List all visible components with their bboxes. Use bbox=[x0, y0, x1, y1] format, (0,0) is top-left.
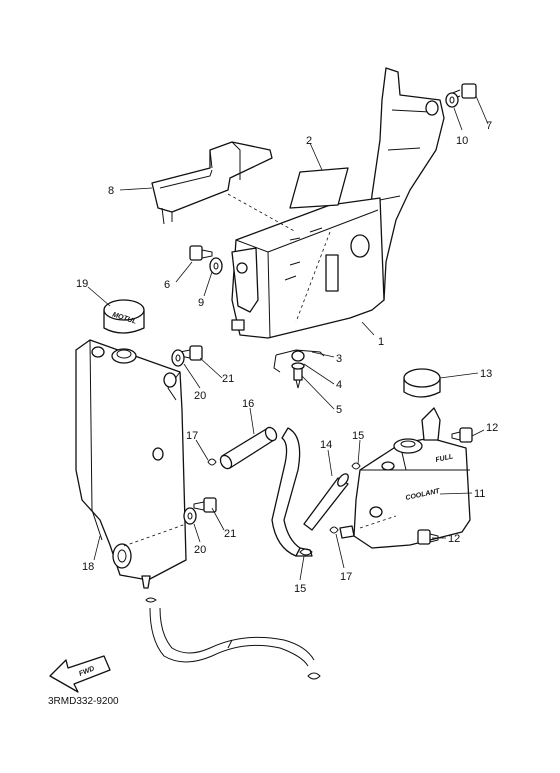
reservoir-cap bbox=[403, 368, 441, 398]
fwd-arrow-icon: FWD bbox=[49, 655, 111, 693]
callouts: 1 2 3 4 5 6 7 8 9 10 11 12 12 13 14 15 1… bbox=[76, 120, 498, 595]
callout-17-lower: 17 bbox=[340, 571, 352, 583]
alignment-lines bbox=[123, 193, 397, 547]
bolt-5 bbox=[291, 362, 305, 389]
washer-20-lower bbox=[183, 507, 197, 525]
callout-21-upper: 21 bbox=[222, 373, 234, 385]
callout-13: 13 bbox=[480, 368, 492, 380]
radiator bbox=[75, 339, 187, 589]
washer-20-upper bbox=[171, 349, 185, 367]
bolt-12-upper bbox=[451, 427, 473, 443]
callout-2: 2 bbox=[306, 135, 312, 147]
callout-12-lower: 12 bbox=[448, 533, 460, 545]
callout-15-upper: 15 bbox=[352, 430, 364, 442]
washer-10 bbox=[445, 92, 459, 108]
callout-10: 10 bbox=[456, 135, 468, 147]
clamp-17-upper bbox=[207, 458, 217, 466]
pad bbox=[289, 167, 349, 209]
hose-14 bbox=[271, 427, 349, 557]
clamp-15-upper bbox=[351, 462, 361, 470]
bolt-21-lower bbox=[193, 497, 217, 513]
bolt-6 bbox=[189, 245, 213, 261]
callout-1: 1 bbox=[378, 336, 384, 348]
drawing-code: 3RMD332-9200 bbox=[48, 696, 119, 707]
callout-16: 16 bbox=[242, 398, 254, 410]
callout-21-lower: 21 bbox=[224, 528, 236, 540]
cover bbox=[151, 141, 273, 225]
radiator-cap: MOTUL bbox=[103, 299, 145, 334]
callout-20-upper: 20 bbox=[194, 390, 206, 402]
washer-9 bbox=[209, 257, 223, 275]
callout-6: 6 bbox=[164, 279, 170, 291]
clamp-17-lower bbox=[329, 526, 339, 534]
callout-12-upper: 12 bbox=[486, 422, 498, 434]
callout-19: 19 bbox=[76, 278, 88, 290]
callout-5: 5 bbox=[336, 404, 342, 416]
callout-18: 18 bbox=[82, 561, 94, 573]
callout-7: 7 bbox=[486, 120, 492, 132]
callout-15-lower: 15 bbox=[294, 583, 306, 595]
clamp-15-lower bbox=[299, 548, 313, 556]
callout-11: 11 bbox=[474, 488, 485, 500]
callout-3: 3 bbox=[336, 353, 342, 365]
full-stamp: FULL bbox=[435, 453, 454, 464]
hose-16 bbox=[219, 426, 278, 470]
callout-17-upper: 17 bbox=[186, 430, 198, 442]
coolant-reservoir: FULL COOLANT bbox=[339, 407, 471, 549]
callout-14: 14 bbox=[320, 439, 332, 451]
overflow-hose bbox=[145, 597, 321, 680]
main-bracket bbox=[231, 197, 385, 339]
callout-8: 8 bbox=[108, 185, 114, 197]
callout-4: 4 bbox=[336, 379, 342, 391]
callout-20-lower: 20 bbox=[194, 544, 206, 556]
callout-9: 9 bbox=[198, 297, 204, 309]
leader-lines bbox=[87, 95, 489, 581]
washer-4 bbox=[291, 350, 305, 362]
